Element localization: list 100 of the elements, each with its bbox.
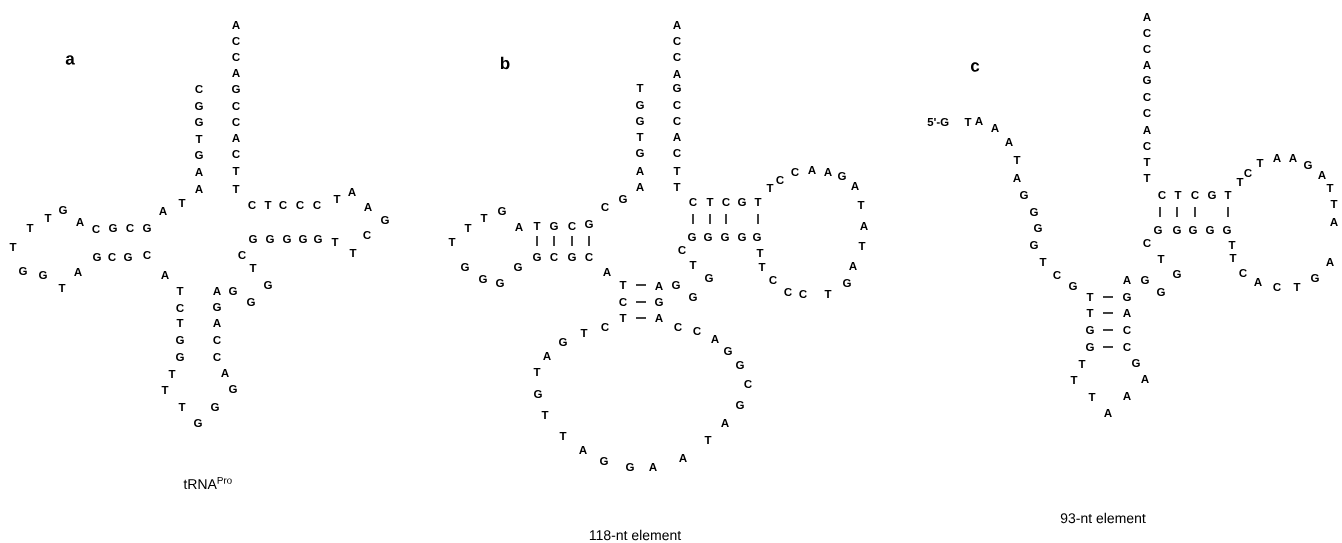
nucleotide-letter: C: [673, 148, 681, 158]
nucleotide-letter: A: [679, 454, 687, 462]
nucleotide-letter: A: [860, 222, 868, 230]
nucleotide-letter: A: [673, 70, 681, 78]
nucleotide-letter: C: [1143, 92, 1151, 102]
nucleotide-letter: G: [19, 266, 27, 276]
nucleotide-letter: A: [195, 168, 203, 176]
nucleotide-letter: T: [264, 201, 272, 209]
nucleotide-letter: T: [1174, 191, 1182, 199]
nucleotide-letter: G: [1157, 287, 1165, 297]
nucleotide-letter: G: [738, 232, 746, 242]
nucleotide-letter: C: [722, 197, 730, 207]
nucleotide-letter: C: [1143, 238, 1151, 248]
nucleotide-letter: C: [601, 322, 609, 332]
nucleotide-letter: T: [619, 281, 627, 289]
nucleotide-letter: G: [736, 360, 744, 370]
nucleotide-letter: A: [636, 167, 644, 175]
nucleotide-letter: C: [601, 202, 609, 212]
nucleotide-letter: G: [534, 389, 542, 399]
nucleotide-letter: T: [1078, 360, 1086, 368]
nucleotide-letter: C: [126, 223, 134, 233]
nucleotide-letter: T: [349, 249, 357, 257]
nucleotide-letter: G: [1141, 275, 1149, 285]
panel-letter: c: [970, 62, 980, 72]
nucleotide-letter: A: [348, 188, 356, 196]
nucleotide-letter: C: [585, 252, 593, 262]
nucleotide-letter: C: [176, 303, 184, 313]
nucleotide-letter: T: [168, 370, 176, 378]
nucleotide-letter: A: [636, 183, 644, 191]
nucleotide-letter: G: [213, 302, 221, 312]
nucleotide-letter: G: [381, 215, 389, 225]
nucleotide-letter: A: [213, 319, 221, 327]
nucleotide-letter: G: [1030, 240, 1038, 250]
nucleotide-letter: G: [283, 234, 291, 244]
nucleotide-letter: C: [232, 117, 240, 127]
nucleotide-letter: T: [331, 238, 339, 246]
nucleotide-letter: T: [964, 118, 972, 126]
nucleotide-letter: G: [559, 337, 567, 347]
nucleotide-letter: G: [1304, 160, 1312, 170]
nucleotide-letter: C: [213, 352, 221, 362]
nucleotide-letter: G: [626, 462, 634, 472]
nucleotide-letter: C: [744, 379, 752, 389]
nucleotide-letter: C: [313, 200, 321, 210]
nucleotide-letter: T: [232, 167, 240, 175]
nucleotide-letter: T: [636, 133, 644, 141]
nucleotide-letter: A: [655, 314, 663, 322]
nucleotide-letter: C: [1273, 282, 1281, 292]
nucleotide-letter: T: [857, 201, 865, 209]
nucleotide-letter: T: [1086, 293, 1094, 301]
nucleotide-letter: G: [673, 83, 681, 93]
nucleotide-letter: C: [693, 326, 701, 336]
nucleotide-letter: A: [603, 268, 611, 276]
nucleotide-letter: C: [195, 84, 203, 94]
nucleotide-letter: T: [1086, 309, 1094, 317]
nucleotide-letter: A: [851, 182, 859, 190]
nucleotide-letter: A: [579, 446, 587, 454]
nucleotide-letter: C: [232, 52, 240, 62]
nucleotide-letter: T: [1143, 158, 1151, 166]
nucleotide-letter: A: [1254, 278, 1262, 286]
nucleotide-letter: A: [1143, 126, 1151, 134]
nucleotide-letter: C: [108, 252, 116, 262]
nucleotide-letter: A: [824, 168, 832, 176]
nucleotide-letter: C: [232, 36, 240, 46]
nucleotide-letter: G: [211, 402, 219, 412]
nucleotide-letter: G: [1208, 190, 1216, 200]
nucleotide-letter: G: [229, 286, 237, 296]
nucleotide-letter: A: [991, 124, 999, 132]
panel-caption: 93-nt element: [1060, 512, 1146, 524]
nucleotide-letter: A: [74, 268, 82, 276]
nucleotide-letter: A: [232, 69, 240, 77]
nucleotide-letter: G: [247, 297, 255, 307]
nucleotide-letter: C: [1143, 141, 1151, 151]
nucleotide-letter: C: [791, 167, 799, 177]
nucleotide-letter: T: [754, 198, 762, 206]
nucleotide-letter: T: [176, 319, 184, 327]
nucleotide-letter: T: [706, 198, 714, 206]
nucleotide-letter: A: [711, 335, 719, 343]
nucleotide-letter: T: [689, 261, 697, 269]
nucleotide-letter: G: [299, 234, 307, 244]
nucleotide-letter: G: [195, 117, 203, 127]
nucleotide-letter: G: [143, 223, 151, 233]
nucleotide-letter: C: [1123, 325, 1131, 335]
panel-letter: a: [65, 55, 75, 65]
nucleotide-letter: G: [264, 280, 272, 290]
nucleotide-letter: C: [769, 275, 777, 285]
nucleotide-letter: G: [229, 384, 237, 394]
nucleotide-letter: G: [39, 270, 47, 280]
nucleotide-letter: T: [559, 432, 567, 440]
nucleotide-letter: G: [1086, 325, 1094, 335]
nucleotide-letter: G: [736, 400, 744, 410]
nucleotide-letter: T: [9, 243, 17, 251]
nucleotide-letter: C: [799, 289, 807, 299]
nucleotide-letter: G: [1206, 225, 1214, 235]
panel-caption: tRNA$^{Pro}$: [183, 476, 232, 490]
nucleotide-letter: G: [636, 100, 644, 110]
nucleotide-letter: A: [808, 166, 816, 174]
nucleotide-letter: G: [194, 418, 202, 428]
nucleotide-letter: A: [975, 117, 983, 125]
nucleotide-letter: C: [232, 149, 240, 159]
nucleotide-letter: G: [636, 148, 644, 158]
